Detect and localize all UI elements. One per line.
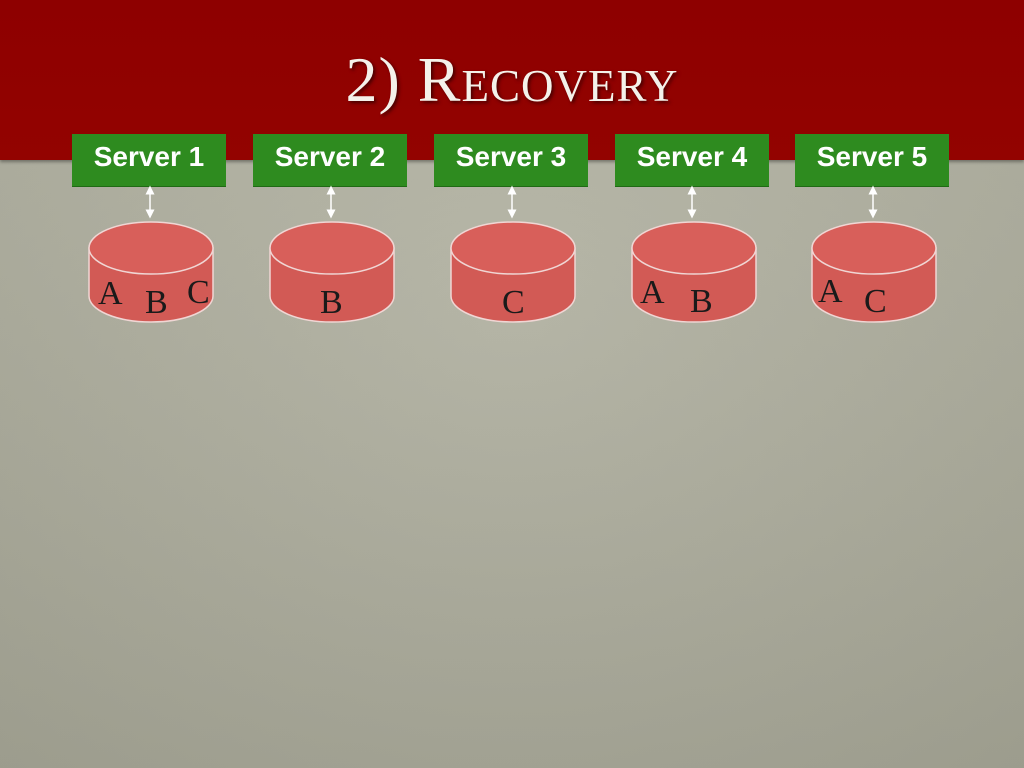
server-3-disk: C — [450, 221, 576, 323]
server-1-replica-a: A — [98, 275, 123, 312]
slide-title: 2) Recovery — [345, 44, 679, 115]
server-5-replica-a: A — [818, 273, 843, 310]
server-5-replica-c: C — [864, 283, 887, 320]
server-5-disk: A C — [811, 221, 937, 323]
server-4-disk: A B — [631, 221, 757, 323]
server-4-label: Server 4 — [615, 134, 769, 187]
server-2-label: Server 2 — [253, 134, 407, 187]
server-2-replica-b: B — [320, 284, 343, 321]
server-3-replica-c: C — [502, 284, 525, 321]
server-1-replica-c: C — [187, 274, 210, 311]
server-4-replica-a: A — [640, 274, 665, 311]
server-3-label: Server 3 — [434, 134, 588, 187]
server-1-disk: A B C — [88, 221, 214, 323]
server-1-label: Server 1 — [72, 134, 226, 187]
server-1-replica-b: B — [145, 284, 168, 321]
server-5-label: Server 5 — [795, 134, 949, 187]
title-banner: 2) Recovery — [0, 0, 1024, 160]
server-4-replica-b: B — [690, 283, 713, 320]
server-2-disk: B — [269, 221, 395, 323]
